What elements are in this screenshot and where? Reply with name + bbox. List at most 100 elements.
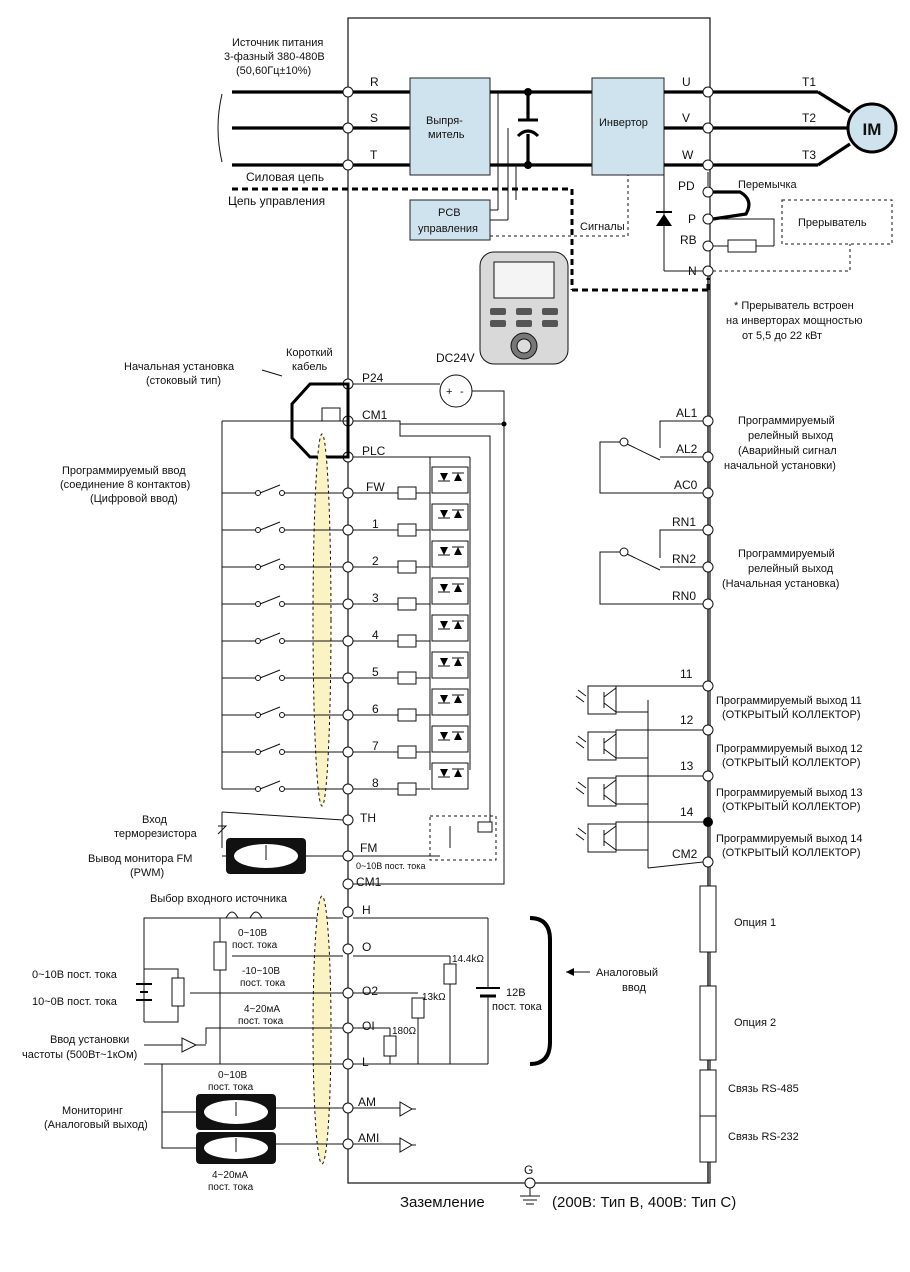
label-v: V [682, 111, 690, 125]
terminal-11 [702, 680, 714, 692]
switch-contact [279, 638, 285, 644]
dc24v-return [353, 390, 505, 885]
input-resistor [397, 486, 417, 500]
terminal-al2 [702, 451, 714, 463]
input-resistor [397, 745, 417, 759]
oi-wire [205, 1027, 343, 1044]
label-out12: 12 [680, 713, 694, 727]
switch-contact [279, 712, 285, 718]
short-cable-label-2: кабель [292, 361, 328, 373]
label-o2: O2 [362, 984, 378, 998]
oi-range-1: 4~20мА [244, 1004, 280, 1015]
alarm-label-1: Программируемый [738, 415, 835, 427]
o2-range-1: -10~10В [242, 966, 280, 977]
oc-light-icon [577, 689, 587, 697]
opto-diode-icon [440, 473, 448, 481]
terminal-am [342, 1102, 354, 1114]
opto-diode-icon [454, 584, 462, 592]
opto-diode-icon [454, 732, 462, 740]
terminal-12 [702, 724, 714, 736]
am-amp-icon [399, 1101, 413, 1117]
label-in5: 5 [372, 665, 379, 679]
note-line-1: * Прерыватель встроен [734, 300, 854, 312]
input-resistor [397, 634, 417, 648]
terminal-o2 [342, 987, 354, 999]
label-out14: 14 [680, 805, 694, 819]
jumper-inner [321, 407, 341, 421]
chopper-box [781, 199, 893, 245]
terminal-1 [342, 524, 354, 536]
switch-blade [259, 595, 281, 605]
freq-label-1: Ввод установки [50, 1034, 129, 1046]
label-p: P [688, 212, 696, 226]
th-wire [221, 811, 344, 821]
switch-blade [259, 484, 281, 494]
opto-diode-icon [454, 769, 462, 777]
o-range-2: пост. тока [232, 940, 278, 951]
terminal-2 [342, 561, 354, 573]
label-in7: 7 [372, 739, 379, 753]
thermistor-icon [217, 825, 228, 835]
keypad-key [490, 320, 506, 327]
terminal-ami [342, 1138, 354, 1150]
digital-label-3: (Цифровой ввод) [90, 493, 178, 505]
oc-light-icon [575, 787, 585, 795]
opto-diode-icon [440, 658, 448, 666]
pcb-label-1: PCB [438, 207, 461, 219]
switch-contact [279, 601, 285, 607]
label-ami: AMI [358, 1131, 379, 1145]
switch-contact [255, 564, 261, 570]
label-in6: 6 [372, 702, 379, 716]
terminal-h [342, 906, 354, 918]
out11-oc: (ОТКРЫТЫЙ КОЛЛЕКТОР) [722, 708, 861, 721]
opto-diode-icon [440, 547, 448, 555]
alarm-label-4: начальной установки) [724, 460, 836, 472]
terminal-p [702, 213, 714, 225]
terminal-o [342, 943, 354, 955]
thermistor-label-2: терморезистора [114, 828, 198, 840]
optocoupler-box [431, 651, 469, 679]
pot-o2-top [144, 968, 179, 978]
oc-transistor-box [587, 731, 617, 761]
optocoupler-box [431, 503, 469, 531]
terminal-s [342, 122, 354, 134]
switch-contact [279, 564, 285, 570]
oi-range-2: пост. тока [238, 1016, 284, 1027]
oc-cm2-wire [647, 861, 704, 869]
ami-left [161, 1112, 196, 1149]
ground-label: Заземление [400, 1194, 485, 1211]
terminal-th [342, 814, 354, 826]
oc-transistor-collector [603, 825, 617, 836]
input-resistor [397, 560, 417, 574]
option1-module [699, 885, 717, 953]
terminal-14 [703, 817, 713, 827]
opto-diode-icon [454, 695, 462, 703]
selector-icon [225, 911, 239, 919]
keypad-key [516, 320, 532, 327]
label-cm2: CM2 [672, 847, 698, 861]
digital-label-1: Программируемый ввод [62, 465, 186, 477]
label-h: H [362, 903, 371, 917]
terminal-pd [702, 186, 714, 198]
diode-icon [656, 214, 672, 226]
rn-label-1: Программируемый [738, 548, 835, 560]
source-label-3: (50,60Гц±10%) [236, 65, 311, 77]
switch-contact [279, 675, 285, 681]
oc-collector-wire [615, 821, 703, 826]
switch-contact [255, 527, 261, 533]
terminal-4 [342, 635, 354, 647]
alarm-label-3: (Аварийный сигнал [738, 445, 837, 457]
power-circuit-label: Силовая цепь [246, 170, 324, 184]
source-brace [217, 93, 223, 163]
inverter-box [591, 77, 665, 176]
terminal-13 [702, 770, 714, 782]
optocoupler-box [431, 762, 469, 790]
label-in4: 4 [372, 628, 379, 642]
label-cm1: CM1 [362, 408, 388, 422]
terminal-g [524, 1177, 536, 1189]
terminal-t [342, 159, 354, 171]
freq-label-2: частоты (500Вт~1кОм) [22, 1049, 137, 1061]
analog-arrow-icon [566, 968, 574, 976]
analog-in-label-2: ввод [622, 982, 646, 994]
